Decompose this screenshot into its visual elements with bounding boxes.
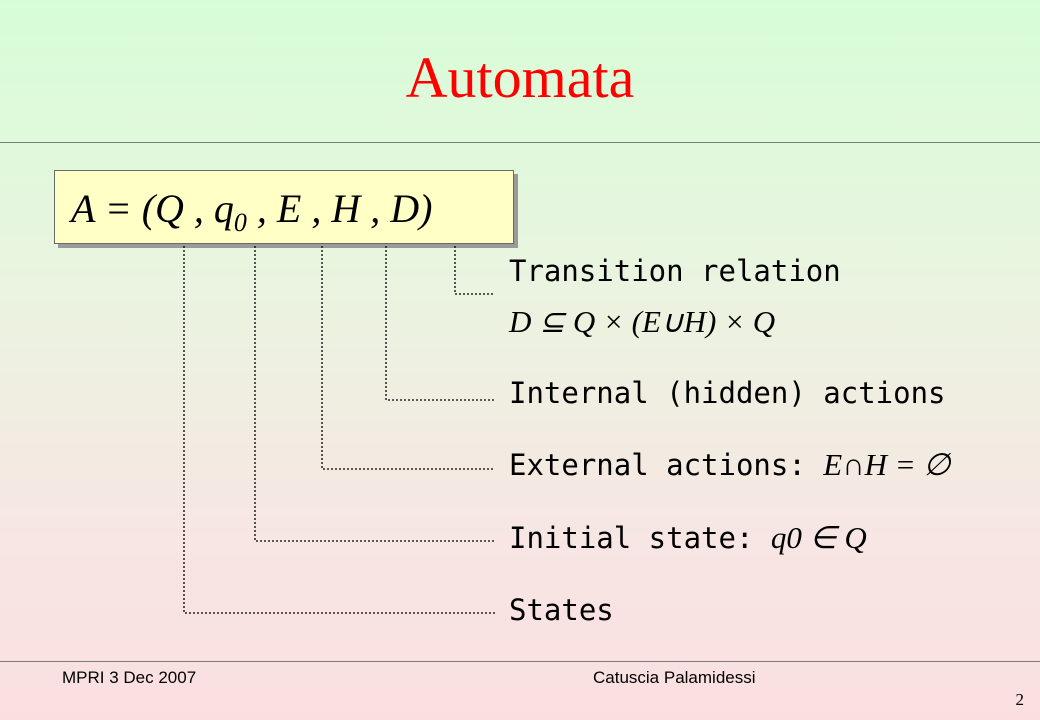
connector-H [385,246,495,401]
internal-actions-label: Internal (hidden) actions [509,376,946,410]
connector-D [454,246,495,295]
footer-divider [0,661,1040,662]
external-actions-formula: E∩H = ∅ [823,447,951,482]
transition-relation-formula: D ⊆ Q × (E∪H) × Q [509,304,776,339]
slide-title: Automata [405,45,635,110]
page-number: 2 [1015,690,1025,709]
states-label: States [509,593,614,627]
connector-q0 [254,246,495,542]
automaton-definition-box: A = (Q , q0 , E , H , D) [54,170,514,244]
connector-E [321,246,495,470]
formula-part-b: , E , H , D) [246,186,433,231]
connector-Q [183,246,495,614]
initial-state-formula: q0 ∈ Q [770,520,867,555]
external-actions-label: External actions: [509,448,806,482]
footer-left: MPRI 3 Dec 2007 [62,668,197,687]
transition-relation-label: Transition relation [509,254,841,288]
header-divider [0,142,1040,143]
footer-author: Catuscia Palamidessi [593,668,756,687]
initial-state-row: Initial state: q0 ∈ Q [509,520,867,556]
external-actions-row: External actions: E∩H = ∅ [509,447,950,483]
formula-part-a: A = (Q , q [71,186,234,231]
initial-state-label: Initial state: [509,521,754,555]
formula-subscript: 0 [233,208,247,237]
